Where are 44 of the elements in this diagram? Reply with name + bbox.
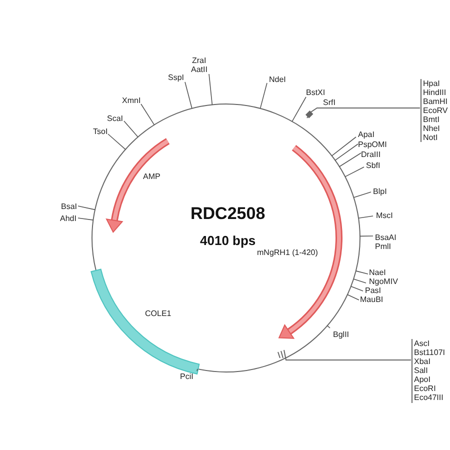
restriction-site-label: HpaI bbox=[423, 79, 440, 88]
restriction-site-label: BstXI bbox=[306, 88, 326, 97]
restriction-site-label: AscI bbox=[414, 339, 430, 348]
restriction-site-label: BlpI bbox=[373, 187, 387, 196]
restriction-site-label: EcoRV bbox=[423, 106, 448, 115]
restriction-site-label: NheI bbox=[423, 124, 440, 133]
feature-label: AMP bbox=[143, 172, 160, 181]
restriction-site-label: XmnI bbox=[122, 96, 141, 105]
restriction-site-label: BglII bbox=[333, 330, 350, 339]
restriction-site-label: MauBI bbox=[360, 295, 384, 304]
restriction-site-label: BmtI bbox=[423, 115, 440, 124]
restriction-site-label: ApoI bbox=[414, 375, 430, 384]
plasmid-size: 4010 bps bbox=[200, 233, 256, 248]
restriction-site-label: DraIII bbox=[361, 150, 381, 159]
plasmid-name: RDC2508 bbox=[190, 204, 266, 223]
restriction-site-label: SrfI bbox=[323, 98, 336, 107]
restriction-site-label: SspI bbox=[168, 73, 184, 82]
restriction-site-label: XbaI bbox=[414, 357, 430, 366]
restriction-site-label: PspOMI bbox=[358, 140, 387, 149]
restriction-site-label: NdeI bbox=[269, 75, 286, 84]
restriction-site-label: EcoRI bbox=[414, 384, 436, 393]
restriction-site-label: BsaI bbox=[61, 202, 78, 211]
restriction-site-label: MscI bbox=[376, 211, 393, 220]
restriction-site-label: PasI bbox=[365, 286, 382, 295]
restriction-site-label: PciI bbox=[180, 372, 194, 381]
restriction-site-label: BamHI bbox=[423, 97, 448, 106]
restriction-site-label: ScaI bbox=[107, 114, 124, 123]
feature-label: COLE1 bbox=[145, 309, 172, 318]
restriction-site-label: SalI bbox=[414, 366, 428, 375]
restriction-site-label: ZraI bbox=[192, 56, 206, 65]
restriction-site-label: Eco47III bbox=[414, 393, 444, 402]
restriction-site-label: NotI bbox=[423, 133, 438, 142]
restriction-site-label: SbfI bbox=[366, 161, 380, 170]
restriction-site-label: AhdI bbox=[60, 214, 76, 223]
restriction-site-label: AatII bbox=[191, 65, 208, 74]
restriction-site-label: Bst1107I bbox=[414, 348, 445, 357]
restriction-site-label: NaeI bbox=[369, 268, 386, 277]
restriction-site-label: TsoI bbox=[93, 127, 108, 136]
restriction-site-label: NgoMIV bbox=[369, 277, 398, 286]
restriction-site-label: HindIII bbox=[423, 88, 446, 97]
restriction-site-label: ApaI bbox=[358, 130, 374, 139]
restriction-site-label: PmlI bbox=[375, 242, 391, 251]
restriction-site-label: BsaAI bbox=[375, 233, 396, 242]
feature-label: mNgRH1 (1-420) bbox=[257, 248, 318, 257]
